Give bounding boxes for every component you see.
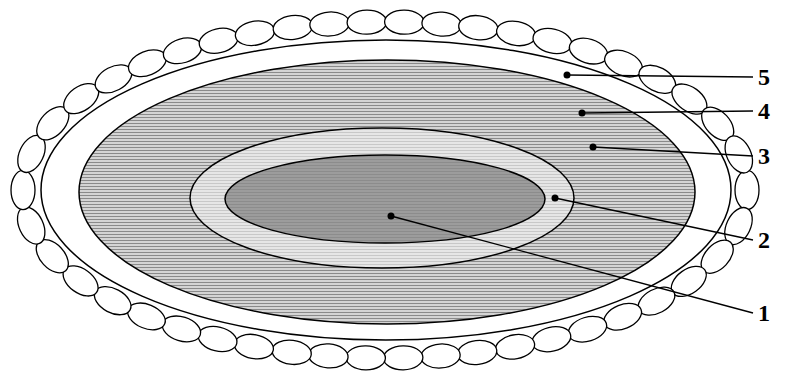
bead <box>384 10 424 35</box>
middle-layer <box>79 60 695 324</box>
callout-number: 2 <box>758 228 770 252</box>
bead <box>159 312 204 347</box>
bead <box>160 33 205 68</box>
leader-dot <box>579 110 586 117</box>
core <box>225 155 545 243</box>
bead-ring <box>11 10 759 371</box>
outer-layer <box>41 40 731 340</box>
callout-number: 5 <box>758 65 770 89</box>
bead <box>271 338 313 367</box>
bead <box>494 332 537 363</box>
bead <box>530 25 574 58</box>
bead <box>456 338 498 367</box>
bead <box>346 345 386 370</box>
bead <box>309 11 350 38</box>
leader-line <box>567 75 753 77</box>
leader-lines <box>388 72 754 314</box>
bead <box>347 10 387 35</box>
leader-line <box>391 216 753 313</box>
bead <box>495 18 538 49</box>
bead <box>196 323 240 356</box>
bead <box>11 170 35 209</box>
bead <box>420 343 461 370</box>
bead <box>457 13 499 42</box>
callout-number: 1 <box>758 301 770 325</box>
callout-number: 4 <box>758 99 770 123</box>
leader-dot <box>590 144 597 151</box>
bead <box>197 25 241 58</box>
bead <box>233 18 276 49</box>
leader-dot <box>388 213 395 220</box>
leader-dot <box>552 195 559 202</box>
leader-line <box>582 111 753 113</box>
bead <box>735 170 759 209</box>
leader-line <box>555 198 753 240</box>
bead <box>272 13 314 42</box>
callout-number: 3 <box>758 144 770 168</box>
inner-layer <box>190 128 574 268</box>
bead <box>232 331 275 362</box>
leader-line <box>593 147 753 156</box>
bead <box>529 323 573 356</box>
bead <box>421 11 462 38</box>
bead <box>383 345 423 370</box>
bead <box>308 342 349 369</box>
leader-dot <box>564 72 571 79</box>
